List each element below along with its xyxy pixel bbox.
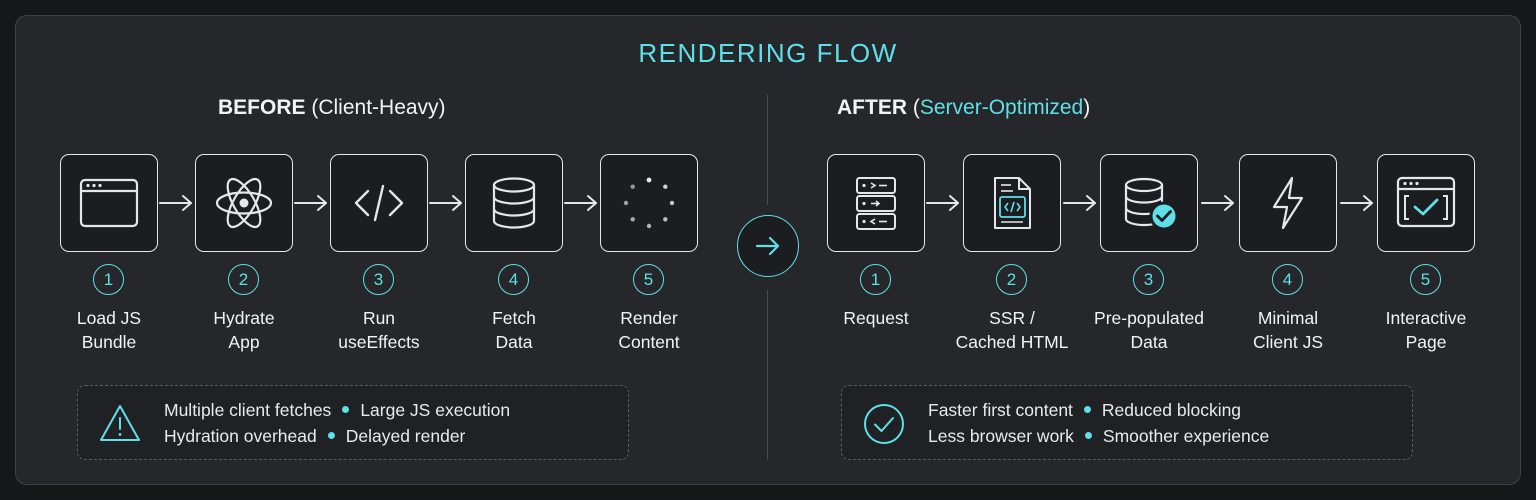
before-arrow-4-5 [564, 195, 597, 211]
after-heading: AFTER (Server-Optimized) [837, 96, 1090, 120]
after-arrow-1-2 [926, 195, 959, 211]
after-step-3-number: 3 [1133, 264, 1164, 295]
check-circle-icon [864, 404, 904, 444]
before-arrow-2-3 [294, 195, 327, 211]
after-heading-paren-open: ( [912, 96, 920, 119]
database-check-icon [1124, 177, 1179, 231]
code-brackets-icon [354, 184, 404, 222]
after-heading-accent: Server-Optimized [919, 96, 1084, 119]
after-step-1-number: 1 [860, 264, 891, 295]
browser-check-icon [1396, 176, 1456, 228]
before-step-3-box [330, 154, 428, 252]
before-step-3-number: 3 [363, 264, 394, 295]
server-rack-icon [856, 177, 896, 230]
browser-window-icon [79, 178, 139, 228]
section-divider-bottom [767, 290, 768, 460]
after-step-3-box [1100, 154, 1198, 252]
warning-triangle-icon [100, 405, 140, 441]
before-heading-rest: (Client-Heavy) [311, 96, 446, 119]
section-divider-top [767, 95, 768, 205]
after-arrow-4-5 [1340, 195, 1373, 211]
after-step-1-box [827, 154, 925, 252]
before-arrow-3-4 [429, 195, 462, 211]
after-heading-bold: AFTER [837, 96, 907, 119]
loading-spinner-icon [623, 177, 675, 229]
after-step-4-number: 4 [1272, 264, 1303, 295]
before-step-2-box [195, 154, 293, 252]
before-step-2-number: 2 [228, 264, 259, 295]
after-heading-paren-close: ) [1083, 96, 1091, 119]
bullet-dot [1084, 431, 1092, 439]
after-step-4-box [1239, 154, 1337, 252]
code-document-icon [994, 177, 1031, 229]
before-step-1-box [60, 154, 158, 252]
after-step-5-box [1377, 154, 1475, 252]
after-step-2-number: 2 [996, 264, 1027, 295]
react-atom-icon [215, 177, 273, 229]
after-step-1-label: Request [843, 308, 909, 328]
before-step-4-number: 4 [498, 264, 529, 295]
database-icon [492, 177, 536, 229]
arrow-right-icon [755, 236, 780, 256]
bullet-dot [1083, 405, 1091, 413]
before-heading-bold: BEFORE [218, 96, 306, 119]
after-step-2-box [963, 154, 1061, 252]
bullet-dot [327, 431, 335, 439]
before-step-4-box [465, 154, 563, 252]
bullet-dot [342, 405, 350, 413]
lightning-bolt-icon [1272, 176, 1304, 230]
after-step-5-number: 5 [1410, 264, 1441, 295]
after-arrow-2-3 [1063, 195, 1096, 211]
before-step-5-number: 5 [633, 264, 664, 295]
after-step-2-label: SSR /Cached HTML [955, 308, 1069, 352]
before-heading: BEFORE (Client-Heavy) [218, 96, 446, 120]
before-step-1-number: 1 [93, 264, 124, 295]
transition-circle [737, 215, 799, 277]
diagram-title: RENDERING FLOW [638, 38, 898, 68]
before-step-5-box [600, 154, 698, 252]
after-arrow-3-4 [1201, 195, 1234, 211]
before-arrow-1-2 [159, 195, 192, 211]
